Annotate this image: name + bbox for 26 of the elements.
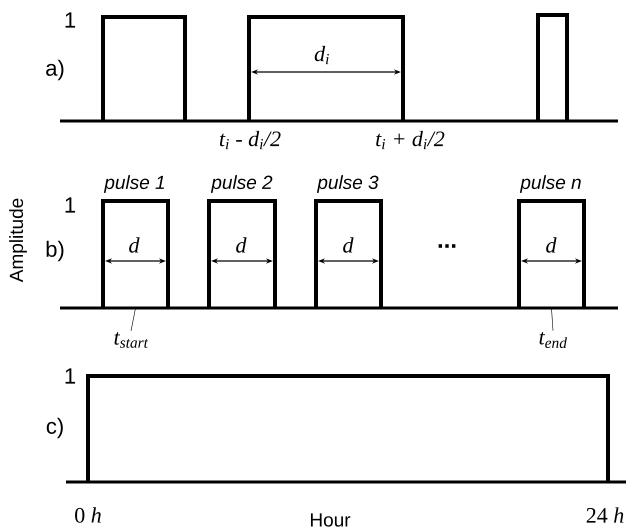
dimension-label: d — [546, 237, 557, 253]
pulse — [517, 199, 586, 308]
pulse-label: pulse 3 — [316, 175, 378, 193]
time-label: t$_{end}$ — [540, 332, 567, 348]
axis-title: Amplitude — [9, 198, 27, 282]
axis-title: Hour — [310, 513, 350, 527]
axis-label: 24 h — [586, 507, 624, 523]
ellipsis: ... — [438, 244, 456, 248]
time-label: t$_{i}$ + d$_{i}$/2 — [376, 130, 444, 150]
tick-label: 1 — [66, 368, 76, 384]
pulse-label: pulse 2 — [210, 175, 272, 193]
tick-label: 1 — [66, 12, 76, 28]
panel-label: b) — [46, 240, 64, 262]
tick-label: 1 — [66, 197, 76, 213]
dimension-label: d$_{i}$ — [314, 46, 329, 64]
dimension-label: d — [129, 237, 140, 253]
axis-label: 0 h — [75, 507, 101, 523]
time-label: t$_{start}$ — [114, 332, 148, 348]
panel-label: c) — [46, 418, 63, 438]
leader-line — [130, 308, 136, 332]
pulse — [101, 199, 170, 308]
panel-label: a) — [46, 60, 64, 80]
dimension-label: d — [343, 237, 354, 253]
time-label: t$_{i}$ - d$_{i}$/2 — [220, 130, 281, 150]
dimension-label: d — [236, 237, 247, 253]
leader-line — [551, 308, 554, 332]
